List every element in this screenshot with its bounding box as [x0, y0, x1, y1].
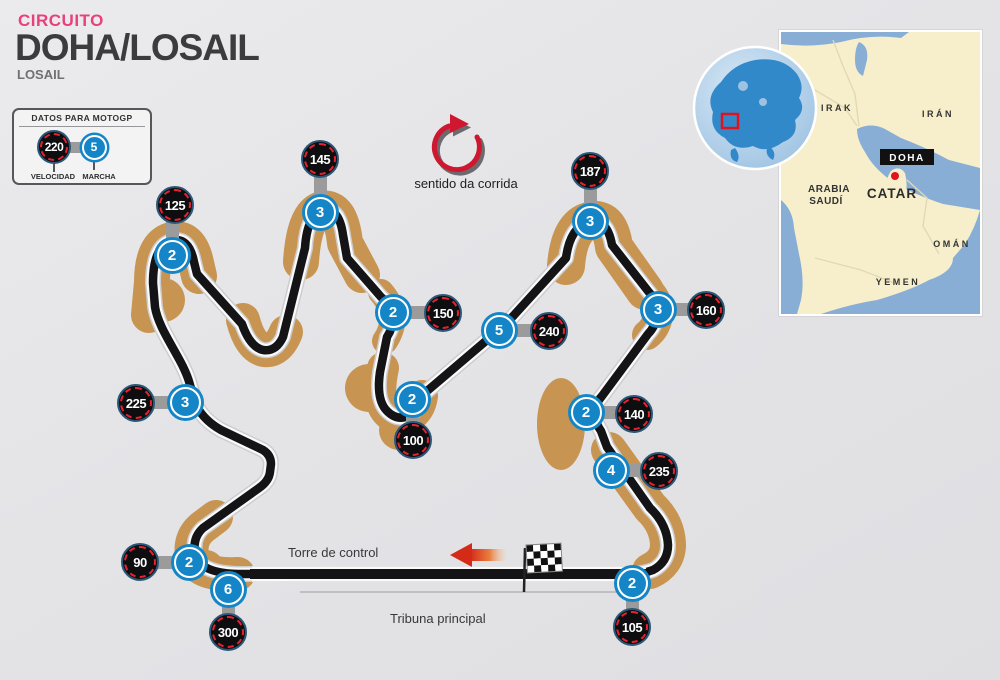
speed-value: 240	[538, 323, 560, 339]
globe-highlight-box	[720, 112, 740, 130]
legend-box: DATOS PARA MOTOGP 220 5 VELOCIDAD MARCHA	[12, 108, 152, 185]
gear-badge: 2	[377, 296, 409, 328]
gear-badge: 3	[574, 205, 606, 237]
map-water	[781, 32, 980, 314]
speed-value: 140	[623, 406, 645, 422]
speed-value: 125	[164, 197, 186, 213]
legend-title: DATOS PARA MOTOGP	[19, 113, 145, 127]
speed-badge: 140	[615, 395, 653, 433]
straight-direction-arrow	[450, 543, 506, 567]
speed-value: 105	[621, 619, 643, 635]
speed-badge: 187	[571, 152, 609, 190]
gear-badge: 2	[173, 546, 205, 578]
speed-ring-icon	[533, 315, 565, 347]
race-direction-label: sentido da corrida	[414, 176, 518, 191]
speed-ring-icon	[574, 155, 606, 187]
legend-gear-badge: 5	[81, 134, 107, 160]
legend-speed-value: 220	[44, 140, 64, 154]
map-label-iran: IRÁN	[922, 109, 954, 119]
speed-ring-icon	[616, 611, 648, 643]
speed-ring-icon	[159, 189, 191, 221]
speed-ring-icon	[690, 294, 722, 326]
doha-callout: DOHA	[880, 149, 934, 180]
speed-value: 145	[309, 151, 331, 167]
gear-badge: 4	[595, 454, 627, 486]
speed-badge: 225	[117, 384, 155, 422]
gear-badge: 2	[156, 239, 188, 271]
speed-value: 235	[648, 463, 670, 479]
speed-badge: 160	[687, 291, 725, 329]
map-qatar-peninsula	[885, 168, 907, 202]
speed-badge: 235	[640, 452, 678, 490]
speed-ring-icon	[124, 546, 156, 578]
map-label-oman: OMÁN	[933, 239, 971, 249]
gear-badge: 6	[212, 573, 244, 605]
gear-badge: 2	[396, 383, 428, 415]
legend-drop-line	[53, 163, 55, 172]
speed-badge: 300	[209, 613, 247, 651]
legend-drop-line	[93, 161, 95, 170]
speed-value: 300	[217, 624, 239, 640]
globe-sea-gap	[759, 98, 767, 106]
legend-gear-label: MARCHA	[82, 172, 116, 181]
speed-value: 187	[579, 163, 601, 179]
grandstand-label: Tribuna principal	[390, 611, 486, 626]
speed-ring-icon	[212, 616, 244, 648]
checkered-flag-icon	[522, 542, 563, 593]
race-direction-icon	[431, 114, 485, 176]
map-label-arabia-1: ARABIA	[808, 184, 850, 195]
locator-map: IRAK IRÁN ARABIA SAUDÍ CATAR OMÁN YEMEN …	[779, 30, 982, 316]
speed-badge: 105	[613, 608, 651, 646]
legend-speed-badge: 220	[37, 130, 71, 164]
speed-ring-icon	[397, 424, 429, 456]
globe-continents	[710, 59, 803, 162]
page-title: DOHA/LOSAIL	[15, 27, 260, 68]
speed-ring-icon	[643, 455, 675, 487]
speed-badge: 100	[394, 421, 432, 459]
speed-value: 100	[402, 432, 424, 448]
map-label-irak: IRAK	[821, 103, 853, 113]
control-tower-label: Torre de control	[288, 545, 379, 560]
legend-speed-label: VELOCIDAD	[30, 172, 76, 181]
speed-ring-icon	[304, 143, 336, 175]
kicker: CIRCUITO	[18, 11, 104, 30]
globe-sea-gap	[738, 81, 748, 91]
globe-locator	[692, 45, 818, 171]
speed-value: 150	[432, 305, 454, 321]
speed-ring-icon	[40, 133, 68, 161]
gear-badge: 3	[169, 386, 201, 418]
speed-badge: 90	[121, 543, 159, 581]
legend-connector	[54, 142, 94, 153]
gear-badge: 2	[616, 567, 648, 599]
speed-badge: 150	[424, 294, 462, 332]
gear-badge: 2	[570, 396, 602, 428]
doha-callout-label: DOHA	[889, 153, 924, 164]
gear-badge: 3	[304, 196, 336, 228]
page-subtitle: LOSAIL	[17, 67, 65, 82]
map-label-yemen: YEMEN	[876, 277, 921, 287]
speed-badge: 240	[530, 312, 568, 350]
speed-ring-icon	[120, 387, 152, 419]
map-label-arabia-2: SAUDÍ	[809, 194, 843, 207]
speed-value: 90	[133, 554, 147, 570]
speed-value: 160	[695, 302, 717, 318]
doha-location-dot	[891, 172, 899, 180]
speed-badge: 125	[156, 186, 194, 224]
gear-badge: 3	[642, 293, 674, 325]
gear-badge: 5	[483, 314, 515, 346]
speed-badge: 145	[301, 140, 339, 178]
speed-value: 225	[125, 395, 147, 411]
speed-ring-icon	[427, 297, 459, 329]
speed-ring-icon	[618, 398, 650, 430]
map-label-catar: CATAR	[867, 186, 917, 201]
